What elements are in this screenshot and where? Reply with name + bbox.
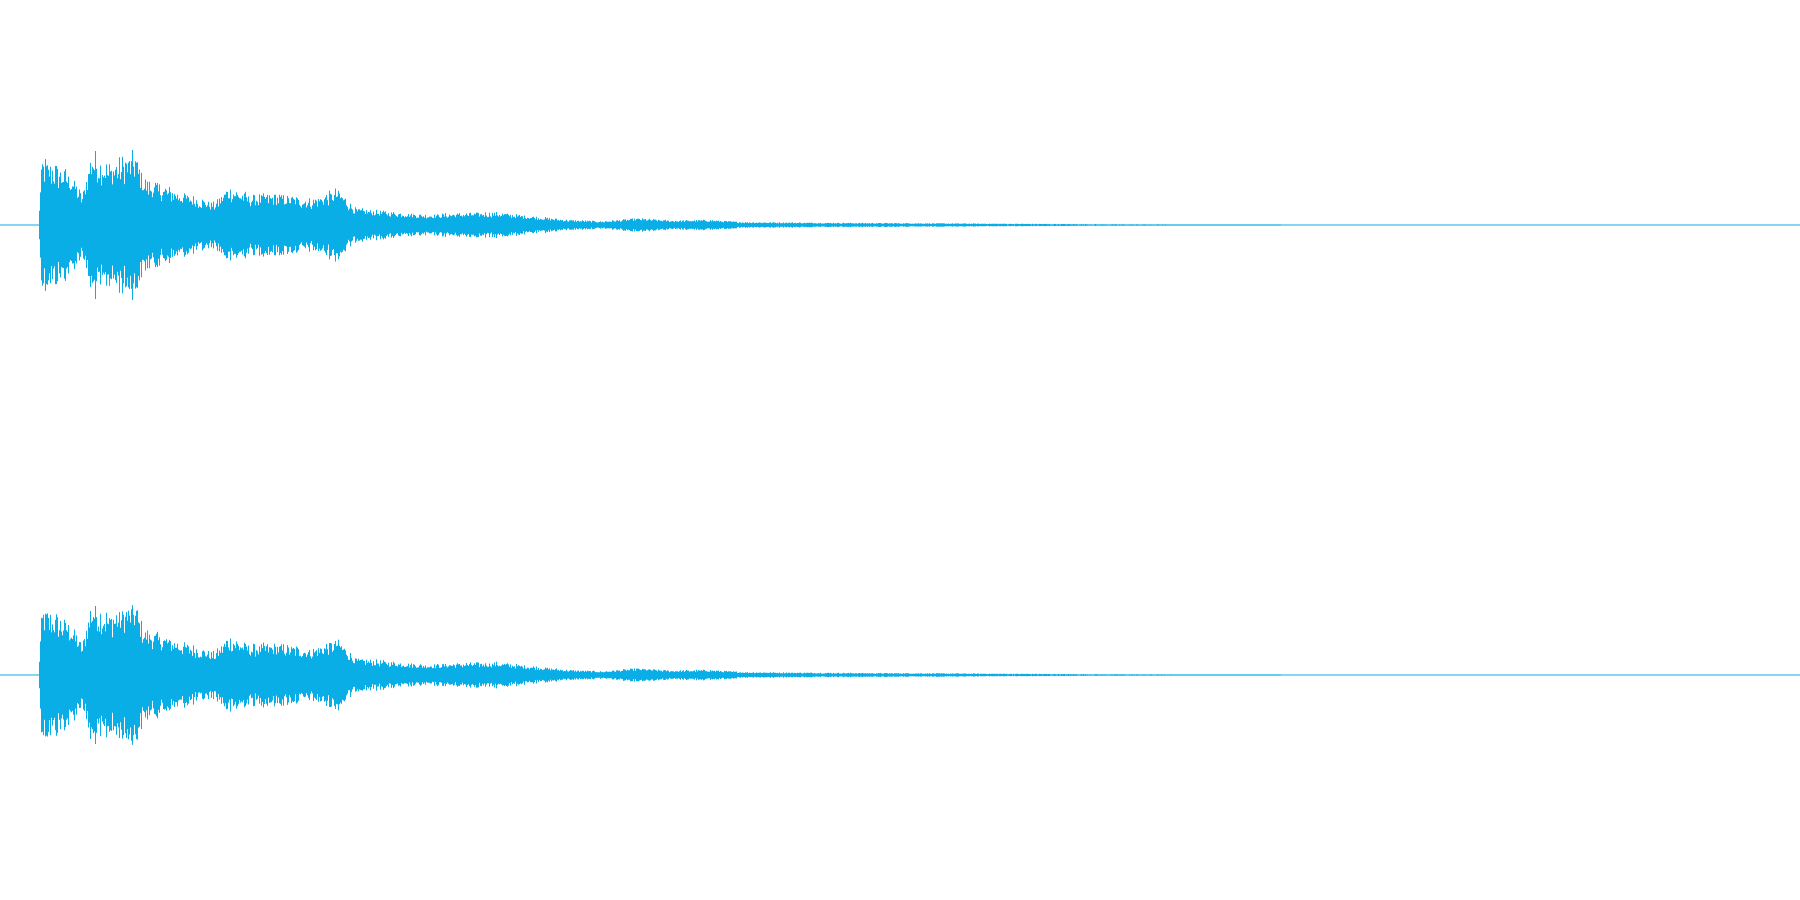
channel-right-samples <box>39 605 1281 745</box>
channel-right-waveform <box>39 605 1281 745</box>
waveform-channel-right <box>0 605 1800 745</box>
channel-left-samples <box>39 150 1281 300</box>
channel-left-waveform <box>39 150 1281 300</box>
waveform-channel-left <box>0 150 1800 300</box>
